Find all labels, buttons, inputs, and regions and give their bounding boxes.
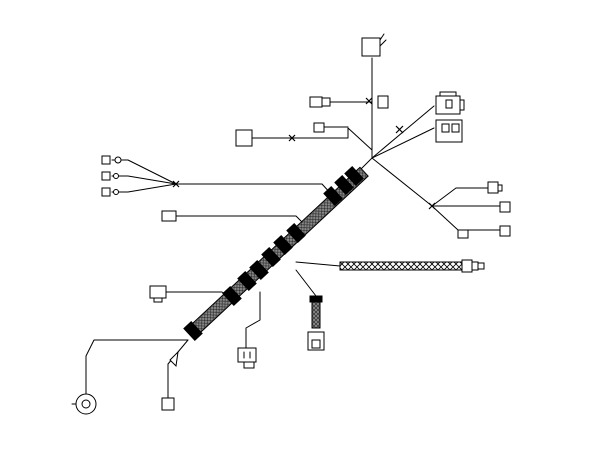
right-connector-cluster xyxy=(428,181,511,239)
braided-branch xyxy=(295,259,485,273)
lower-middle-connector xyxy=(237,291,261,369)
right-relay-blocks xyxy=(395,91,465,143)
left-mid-connector xyxy=(161,210,303,223)
upper-left-side-connector xyxy=(149,285,229,303)
corrugated-branch xyxy=(295,269,325,351)
ring-terminal xyxy=(71,339,189,415)
arm-connector xyxy=(309,95,389,109)
left-connector-cluster xyxy=(101,155,334,197)
hub-wires xyxy=(251,57,435,207)
left-upper-connectors xyxy=(235,122,349,147)
bottom-left-connector xyxy=(161,339,189,411)
trunk-sheath xyxy=(183,157,373,341)
top-module xyxy=(361,33,387,57)
